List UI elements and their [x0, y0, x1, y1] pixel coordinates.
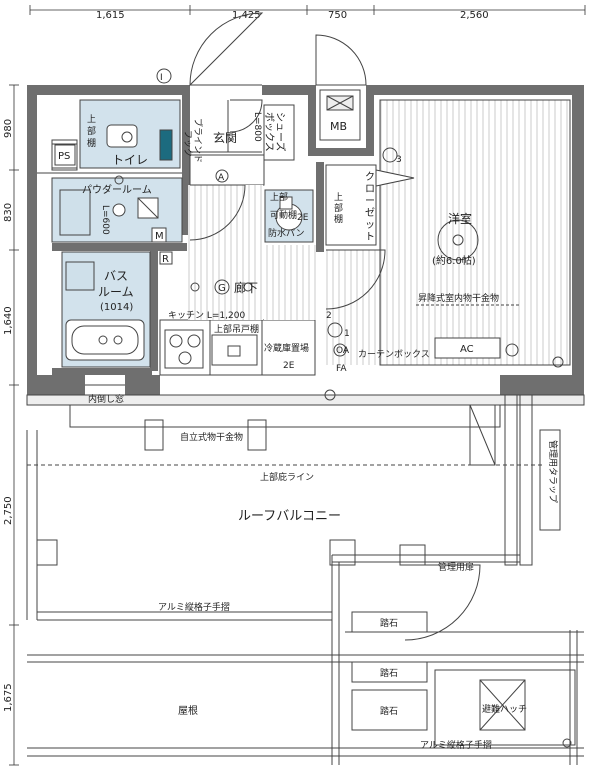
- toilet-shelf-2: 部: [87, 125, 96, 137]
- symbol-2e-a: 2E: [297, 213, 309, 223]
- basin-icon: [112, 203, 126, 217]
- closet-char-3: ー: [365, 196, 375, 207]
- r-box: [159, 251, 173, 265]
- blind-hook-1: ブラインド: [192, 118, 204, 163]
- powder-dim: L=600: [100, 205, 110, 235]
- ps-label: PS: [58, 151, 70, 162]
- dim-top-2: 1,425: [232, 10, 261, 21]
- closet-char-4: ゼ: [365, 207, 375, 219]
- stand-rack-label: 自立式物干金物: [180, 431, 243, 443]
- toilet-shelf-1: 上: [87, 114, 96, 125]
- closet-shelf-2: 部: [334, 202, 343, 214]
- dim-left-3: 1,640: [3, 306, 14, 335]
- closet-shelf-3: 棚: [334, 213, 343, 225]
- toilet-label: トイレ: [112, 153, 148, 167]
- symbol-one: Ⅰ: [160, 73, 163, 83]
- hatch-label: 避難ハッチ: [482, 703, 527, 715]
- kitchen-label: キッチン L=1,200: [168, 310, 245, 321]
- dim-top-1: 1,615: [96, 10, 125, 21]
- closet-shelf-1: 上: [334, 192, 343, 203]
- dimension-lines: [9, 5, 586, 766]
- mb-label: MB: [330, 120, 347, 133]
- shoe-box-2: ボックス: [263, 112, 275, 152]
- stepping-stone-2: 踏石: [380, 667, 398, 679]
- shoe-box-1: シューズ: [274, 112, 287, 152]
- outer-walls: [27, 85, 584, 395]
- closet-char-5: ッ: [365, 220, 375, 231]
- dim-left-5: 1,675: [3, 683, 14, 712]
- management-door-label: 管理用扉: [438, 561, 474, 573]
- western-room-size: (約6.0帖): [432, 254, 476, 267]
- closet-char-2: ロ: [365, 184, 375, 195]
- curtain-box-label: カーテンボックス: [358, 349, 430, 360]
- symbol-g: G: [218, 283, 226, 294]
- closet-char-6: ト: [365, 232, 375, 243]
- western-room-outline: [379, 99, 571, 366]
- symbol-r: R: [162, 254, 169, 265]
- symbol-a: A: [218, 173, 225, 183]
- dim-left-2: 830: [3, 203, 14, 222]
- balcony-lines: [26, 394, 585, 765]
- trap-label: 管理用タラップ: [547, 440, 559, 503]
- bath-size: (1014): [100, 302, 133, 313]
- waterproof-pan-1: 上部: [270, 191, 288, 203]
- symbol-e3: 3: [396, 155, 402, 165]
- fridge-label: 冷蔵庫置場: [264, 342, 309, 354]
- railing-label-1: アルミ縦格子手摺: [158, 601, 230, 613]
- waterproof-pan-2: 可動棚: [270, 209, 297, 221]
- doors: [189, 12, 481, 641]
- dim-top-3: 750: [328, 10, 347, 21]
- dim-top-4: 2,560: [460, 10, 489, 21]
- western-room-label: 洋室: [448, 211, 472, 226]
- stepping-stone-1: 踏石: [380, 617, 398, 629]
- bath-label-1: バス: [104, 269, 128, 283]
- dim-left-1: 980: [3, 119, 14, 138]
- symbol-fa: FA: [336, 364, 347, 374]
- corridor-label: 廊下: [234, 280, 258, 295]
- waterproof-pan-3: 防水パン: [268, 227, 304, 239]
- symbol-e2: 2: [326, 311, 332, 321]
- eave-line-label: 上部庇ライン: [260, 471, 314, 483]
- toilet-shelf-3: 棚: [87, 137, 96, 149]
- blind-hook-2: フック: [182, 130, 193, 157]
- upper-cabinet-label: 上部吊戸棚: [214, 323, 259, 335]
- roof-balcony-label: ルーフバルコニー: [238, 509, 341, 524]
- shoe-box-dim: L=800: [252, 112, 262, 142]
- circle-symbols: [114, 68, 564, 401]
- wood-floors: [188, 100, 570, 365]
- symbol-2e-b: 2E: [283, 361, 295, 371]
- entrance-step: [190, 100, 262, 153]
- stepping-stone-3: 踏石: [380, 705, 398, 717]
- powder-room-label: パウダールーム: [82, 183, 152, 196]
- closet-arrow: [375, 169, 415, 187]
- bath-label-2: ルーム: [98, 285, 134, 299]
- lift-rack-label: 昇降式室内物干金物: [418, 292, 499, 304]
- closet-char-1: ク: [365, 171, 375, 183]
- ps-box: [54, 144, 76, 166]
- entrance-label: 玄関: [213, 130, 237, 145]
- roof-label: 屋根: [178, 704, 198, 717]
- inner-window-label: 内倒し窓: [88, 393, 124, 405]
- ac-label: AC: [460, 344, 474, 355]
- railing-label-2: アルミ縦格子手摺: [420, 739, 492, 751]
- m-box: [151, 227, 167, 243]
- ac-unit: [434, 337, 501, 359]
- symbol-e1: 1: [344, 329, 350, 339]
- symbol-m: M: [155, 231, 164, 242]
- dim-left-4: 2,750: [3, 496, 14, 525]
- symbol-oa: OA: [336, 346, 350, 356]
